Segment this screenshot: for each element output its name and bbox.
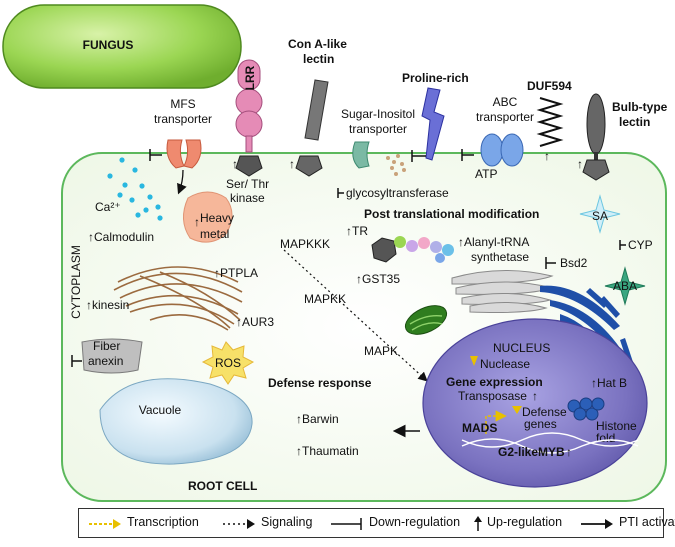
svg-text:ABA: ABA (613, 279, 637, 293)
svg-text:↑: ↑ (289, 157, 295, 171)
fiber-anexin: Fiber anexin (71, 338, 143, 374)
svg-text:Sugar-Inositol: Sugar-Inositol (341, 107, 415, 121)
lrr-receptor: LRR ↑ Ser/ Thr kinase (226, 59, 269, 205)
svg-text:↑kinesin: ↑kinesin (86, 298, 129, 312)
svg-text:transporter: transporter (154, 112, 212, 126)
svg-text:transporter: transporter (349, 122, 407, 136)
inhibition-icon (331, 518, 362, 530)
svg-text:LRR: LRR (243, 65, 257, 90)
fungus: FUNGUS (2, 4, 242, 89)
svg-text:Defense: Defense (522, 405, 567, 419)
svg-text:Vacuole: Vacuole (139, 403, 182, 417)
svg-text:↑Thaumatin: ↑Thaumatin (296, 444, 359, 458)
svg-text:↑: ↑ (577, 157, 583, 171)
bulb-type-lectin: Bulb-type lectin ↑ (577, 93, 668, 181)
svg-text:↑: ↑ (544, 149, 550, 163)
svg-text:↑Hat B: ↑Hat B (591, 376, 627, 390)
svg-text:Nuclease: Nuclease (480, 357, 530, 371)
svg-text:↑: ↑ (194, 215, 200, 229)
cytoplasm-label: CYTOPLASM (69, 245, 83, 319)
abc-transporter: ABC transporter ATP (461, 95, 534, 181)
sa-signal: SA (579, 194, 621, 234)
pti-arrow-icon (581, 519, 613, 529)
nucleus: NUCLEUS Nuclease Gene expression Transpo… (422, 318, 648, 488)
up-arrow: ↑ (232, 157, 238, 171)
calmodulin-label: ↑Calmodulin (88, 230, 154, 244)
svg-text:↑AUR3: ↑AUR3 (236, 315, 274, 329)
svg-text:↑Alanyl-tRNA: ↑Alanyl-tRNA (458, 235, 529, 249)
svg-text:MYB: MYB (538, 445, 565, 459)
svg-text:genes: genes (524, 417, 557, 431)
legend-pti: PTI activation (619, 515, 675, 529)
signaling-path (283, 249, 428, 382)
fungus-label: FUNGUS (83, 38, 134, 52)
svg-text:fold: fold (596, 431, 615, 445)
svg-text:kinase: kinase (230, 191, 265, 205)
legend-down: Down-regulation (369, 515, 461, 529)
duf594: DUF594 ↑ (527, 79, 572, 163)
calcium-ions (107, 157, 163, 221)
svg-text:transporter: transporter (476, 110, 534, 124)
aba-signal: ABA (604, 266, 646, 306)
svg-text:MADS: MADS (462, 421, 497, 435)
legend-up: Up-regulation (487, 515, 563, 529)
svg-text:MAPKKK: MAPKKK (280, 237, 330, 251)
svg-text:MAPKK: MAPKK (304, 292, 346, 306)
svg-text:G2-like: G2-like (498, 445, 538, 459)
legend-transcription: Transcription (127, 515, 199, 529)
svg-text:ATP: ATP (475, 167, 497, 181)
protein-chain (371, 236, 454, 263)
svg-text:Bsd2: Bsd2 (560, 256, 588, 270)
svg-text:Gene expression: Gene expression (446, 375, 543, 389)
svg-text:Defense response: Defense response (268, 376, 372, 390)
svg-text:CYP: CYP (628, 238, 653, 252)
mfs-transporter: MFS transporter (149, 97, 212, 195)
legend-signaling: Signaling (261, 515, 313, 529)
svg-text:↑PTPLA: ↑PTPLA (214, 266, 258, 280)
svg-text:↑: ↑ (532, 389, 538, 403)
svg-text:Heavy: Heavy (200, 211, 234, 225)
svg-text:ROS: ROS (215, 356, 241, 370)
svg-text:Fiber: Fiber (93, 339, 120, 353)
svg-text:↑Barwin: ↑Barwin (296, 412, 339, 426)
vacuole: Vacuole (99, 378, 253, 465)
svg-text:DUF594: DUF594 (527, 79, 572, 93)
svg-text:metal: metal (200, 227, 229, 241)
kinesin-fibers (113, 266, 243, 331)
legend: Transcription Signaling Down-regulation … (78, 508, 675, 538)
svg-text:ABC: ABC (493, 95, 518, 109)
ca-label: Ca²⁺ (95, 200, 121, 214)
ros: ROS (201, 341, 255, 385)
up-arrow-icon (474, 516, 482, 531)
transcription-arrow-icon (89, 519, 121, 529)
chloroplast (404, 305, 448, 335)
svg-text:lectin: lectin (619, 115, 650, 129)
svg-text:Transposase: Transposase (458, 389, 527, 403)
svg-text:Bulb-type: Bulb-type (612, 100, 668, 114)
heavy-metal: ↑ Heavy metal (183, 191, 234, 243)
svg-text:lectin: lectin (303, 52, 334, 66)
svg-text:anexin: anexin (88, 354, 123, 368)
sugar-inositol-transporter: Sugar-Inositol transporter glycosyltrans… (337, 107, 449, 200)
svg-text:↑TR: ↑TR (346, 224, 368, 238)
svg-text:Con A-like: Con A-like (288, 37, 347, 51)
signaling-arrow-icon (223, 519, 255, 529)
cona-lectin: Con A-like lectin ↑ (288, 37, 347, 177)
svg-text:↑: ↑ (566, 445, 572, 459)
svg-text:Ser/ Thr: Ser/ Thr (226, 177, 269, 191)
proline-rich: Proline-rich (402, 71, 469, 162)
svg-text:Post translational modificatio: Post translational modification (364, 207, 539, 221)
svg-text:glycosyltransferase: glycosyltransferase (346, 186, 449, 200)
svg-text:↑GST35: ↑GST35 (356, 272, 400, 286)
root-cell-label: ROOT CELL (188, 479, 257, 493)
svg-text:SA: SA (592, 209, 608, 223)
svg-text:MFS: MFS (170, 97, 195, 111)
svg-text:Histone: Histone (596, 419, 637, 433)
svg-text:Proline-rich: Proline-rich (402, 71, 469, 85)
svg-text:NUCLEUS: NUCLEUS (493, 341, 550, 355)
svg-text:MAPK: MAPK (364, 344, 398, 358)
svg-text:synthetase: synthetase (471, 250, 529, 264)
